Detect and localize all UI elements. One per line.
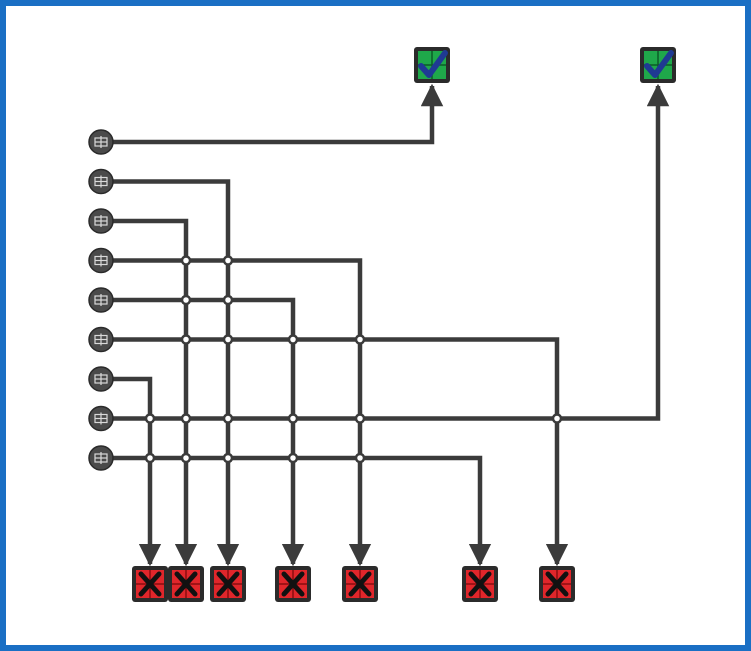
check-mark-icon — [644, 50, 674, 78]
source-node-8[interactable] — [88, 405, 114, 432]
source-node-4[interactable] — [88, 247, 114, 274]
source-node-1[interactable] — [88, 129, 114, 155]
x-mark-icon — [468, 571, 492, 597]
x-mark-icon — [216, 571, 240, 597]
wire-crossing-hop — [354, 413, 366, 424]
x-mark-icon — [281, 571, 305, 597]
wire-crossing-hop — [144, 452, 156, 464]
fail-sink-1[interactable] — [132, 566, 168, 602]
connector-wire — [113, 218, 198, 567]
wire-crossing-hop — [354, 334, 366, 345]
connector-wire — [113, 83, 444, 145]
pass-sinks — [414, 47, 676, 83]
wire-crossing-hop — [180, 255, 192, 266]
connector-wire — [113, 376, 162, 567]
wire-crossing-hop — [287, 413, 299, 424]
fail-sink-2[interactable] — [168, 566, 204, 602]
wire-crossing-hop — [222, 294, 234, 306]
fail-sink-5[interactable] — [342, 566, 378, 602]
wire-crossing-hop — [551, 413, 563, 424]
wire-crossing-hop — [222, 255, 234, 266]
fail-sink-3[interactable] — [210, 566, 246, 602]
wire-crossing-hop — [144, 413, 156, 424]
wire-crossing-hop — [222, 334, 234, 345]
connector-wire — [113, 83, 670, 421]
connector-wire — [113, 297, 305, 567]
source-node-7[interactable] — [88, 366, 114, 392]
x-mark-icon — [174, 571, 198, 597]
x-mark-icon — [545, 571, 569, 597]
x-mark-icon — [348, 571, 372, 597]
wire-crossing-hop — [354, 452, 366, 464]
pass-sink-1[interactable] — [414, 47, 450, 83]
check-mark-icon — [418, 50, 448, 78]
fail-sink-4[interactable] — [275, 566, 311, 602]
source-node-6[interactable] — [88, 326, 114, 353]
wire-crossing-hop — [180, 334, 192, 345]
wire-crossing-hop — [180, 294, 192, 306]
x-mark-icon — [138, 571, 162, 597]
source-node-5[interactable] — [88, 287, 114, 313]
connector-wire — [113, 337, 569, 567]
wire-crossing-hop — [222, 452, 234, 464]
fail-sinks — [132, 566, 575, 602]
wire-crossing-hop — [180, 413, 192, 424]
wire-crossings — [144, 255, 563, 464]
fail-sink-6[interactable] — [462, 566, 498, 602]
source-node-2[interactable] — [88, 168, 114, 195]
source-nodes — [88, 129, 114, 471]
source-node-9[interactable] — [88, 445, 114, 471]
pass-sink-2[interactable] — [640, 47, 676, 83]
wire-crossing-hop — [222, 413, 234, 424]
fail-sink-7[interactable] — [539, 566, 575, 602]
source-node-3[interactable] — [88, 208, 114, 234]
wires — [113, 83, 670, 567]
wire-crossing-hop — [287, 452, 299, 464]
connector-wire — [113, 179, 240, 567]
wire-crossing-hop — [180, 452, 192, 464]
connector-wire — [113, 455, 492, 567]
wire-crossing-hop — [287, 334, 299, 345]
